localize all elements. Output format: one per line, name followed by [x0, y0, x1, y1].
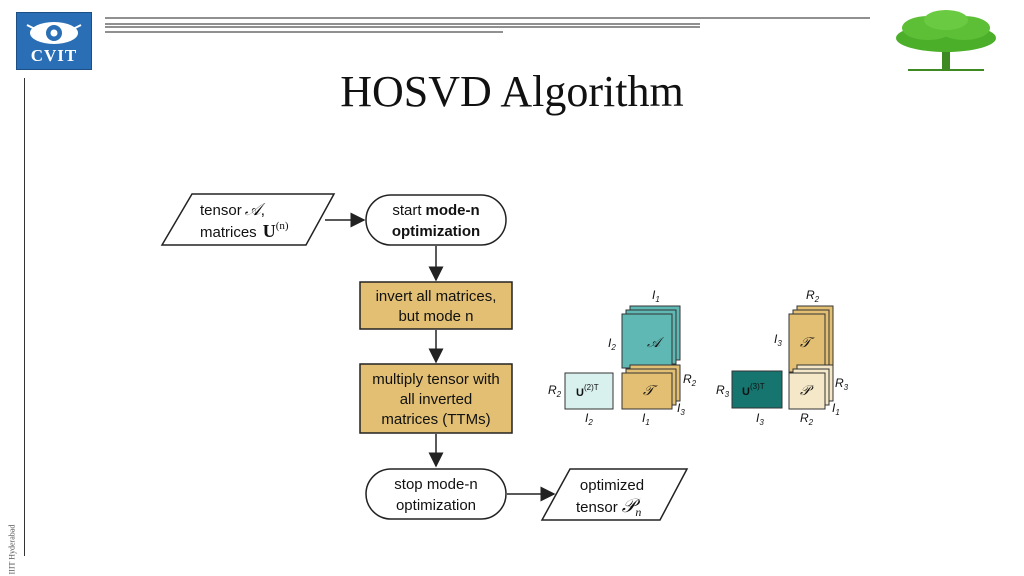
- tensor-diagram-2: 𝒯 𝒫 U(3)T R2 I3 R3 I1 R2 R3 I3: [716, 288, 849, 427]
- svg-text:optimized: optimized: [580, 477, 644, 494]
- svg-text:I1: I1: [642, 411, 650, 427]
- svg-text:R2: R2: [806, 288, 820, 304]
- svg-text:U(3)T: U(3)T: [742, 382, 765, 398]
- svg-text:R3: R3: [716, 383, 730, 399]
- svg-text:R2: R2: [548, 383, 562, 399]
- svg-text:I1: I1: [832, 401, 840, 417]
- svg-text:matrices (TTMs): matrices (TTMs): [381, 411, 490, 428]
- svg-text:R2: R2: [683, 372, 697, 388]
- svg-text:optimization: optimization: [396, 497, 476, 514]
- stop-node: stop mode-n optimization: [365, 468, 507, 520]
- slide-title: HOSVD Algorithm: [340, 67, 684, 116]
- svg-text:all inverted: all inverted: [400, 391, 473, 408]
- side-divider: [24, 78, 25, 556]
- svg-text:I3: I3: [756, 411, 764, 427]
- logo-text: CVIT: [30, 46, 78, 65]
- cvit-logo: CVIT: [16, 12, 92, 70]
- svg-text:invert all matrices,: invert all matrices,: [376, 288, 497, 305]
- eye-icon: [26, 22, 82, 44]
- tensor-diagram-1: 𝒜 𝒯 U(2)T I1 I2 R2 I3 I1 R2 I2: [548, 288, 697, 427]
- svg-text:multiply tensor with: multiply tensor with: [372, 371, 500, 388]
- svg-text:I3: I3: [774, 332, 782, 348]
- tree-logo: [896, 10, 996, 71]
- svg-text:I2: I2: [608, 336, 616, 352]
- svg-text:I2: I2: [585, 411, 593, 427]
- svg-text:I1: I1: [652, 288, 660, 304]
- svg-text:optimization: optimization: [392, 223, 480, 240]
- svg-text:U(2)T: U(2)T: [576, 383, 599, 399]
- multiply-tensor-step: multiply tensor with all inverted matric…: [359, 363, 513, 434]
- header-lines: [105, 17, 870, 33]
- svg-text:but mode n: but mode n: [398, 308, 473, 325]
- svg-text:R3: R3: [835, 376, 849, 392]
- svg-text:R2: R2: [800, 411, 814, 427]
- invert-matrices-step: invert all matrices, but mode n: [359, 281, 513, 330]
- side-text: IIIT Hyderabad: [7, 524, 17, 575]
- svg-text:stop mode-n: stop mode-n: [394, 476, 477, 493]
- svg-text:I3: I3: [677, 401, 685, 417]
- tensor-a-symbol: 𝒜: [647, 334, 664, 350]
